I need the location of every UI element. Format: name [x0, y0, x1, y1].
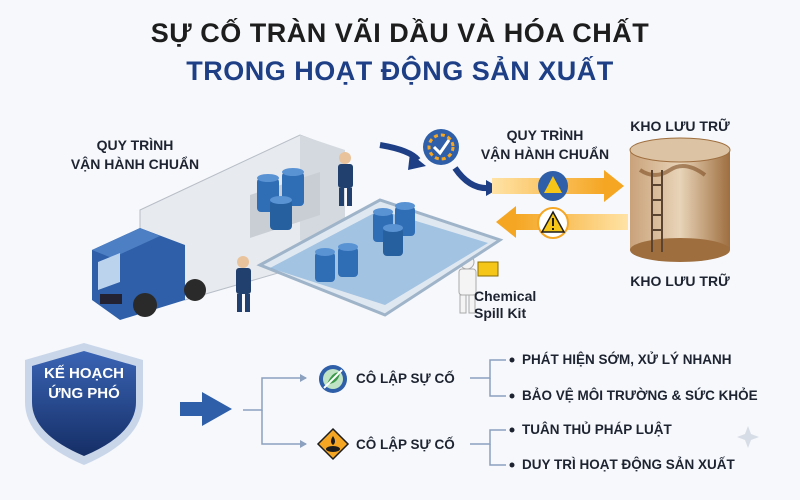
- shield-label-line2: ỨNG PHÓ: [48, 385, 120, 402]
- branch-label-1: CÔ LẬP SỰ CỐ: [356, 371, 455, 386]
- truck-barrels: [257, 168, 304, 230]
- branch-2-item-1: TUÂN THỦ PHÁP LUẬT: [522, 422, 672, 437]
- branch-1-item-2: BẢO VỆ MÔI TRƯỜNG & SỨC KHỎE: [522, 388, 758, 403]
- hazard-badge-icon: [538, 171, 568, 201]
- bullet-dots: [509, 357, 515, 468]
- gear-check-icon: [423, 129, 459, 165]
- eco-shield-icon: [319, 365, 347, 393]
- main-title-line1: SỰ CỐ TRÀN VÃI DẦU VÀ HÓA CHẤT: [150, 18, 650, 48]
- shield-label-line1: KẾ HOẠCH: [43, 365, 124, 382]
- branch-label-2: CÔ LẬP SỰ CỐ: [356, 437, 455, 452]
- truck-grille: [100, 294, 122, 304]
- label-sop-middle: QUY TRÌNH VẬN HÀNH CHUẨN: [470, 126, 620, 164]
- shield-label: KẾ HOẠCH ỨNG PHÓ: [40, 364, 128, 404]
- label-spill-kit-line1: Chemical: [474, 288, 537, 304]
- spill-kit-box: [477, 261, 499, 277]
- shield-arrow: [180, 392, 232, 426]
- truck-wheel: [184, 279, 206, 301]
- branch-1-item-1: PHÁT HIỆN SỚM, XỬ LÝ NHANH: [522, 352, 732, 367]
- label-sop-left: QUY TRÌNH VẬN HÀNH CHUẨN: [60, 136, 210, 174]
- sparkle-icon: [737, 426, 759, 448]
- flow-arrow-2: [452, 166, 491, 192]
- label-storage-bottom: KHO LƯU TRỮ: [630, 273, 730, 289]
- label-spill-kit: Chemical Spill Kit: [474, 288, 536, 322]
- label-sop-left-line2: VẬN HÀNH CHUẨN: [70, 156, 200, 172]
- label-spill-kit-line2: Spill Kit: [474, 305, 527, 321]
- label-sop-middle-line2: VẬN HÀNH CHUẨN: [480, 146, 610, 162]
- storage-tank: [629, 137, 731, 262]
- warning-triangle-icon: [537, 207, 569, 239]
- truck-cab-top: [92, 228, 160, 258]
- branch-connectors: [243, 359, 506, 466]
- label-sop-left-line1: QUY TRÌNH: [96, 137, 174, 153]
- branch-2-item-2: DUY TRÌ HOẠT ĐỘNG SẢN XUẤT: [522, 457, 735, 472]
- berm-barrels: [315, 202, 415, 282]
- truck-wheel: [133, 293, 157, 317]
- spill-warning-icon: [316, 427, 350, 461]
- label-storage-top: KHO LƯU TRỮ: [630, 118, 730, 134]
- response-plan-shield: [25, 343, 143, 465]
- worker-ground: [236, 256, 251, 312]
- worker-truck: [338, 152, 353, 206]
- main-title-line2: TRONG HOẠT ĐỘNG SẢN XUẤT: [186, 56, 614, 86]
- label-sop-middle-line1: QUY TRÌNH: [506, 127, 584, 143]
- truck-windshield: [98, 253, 120, 290]
